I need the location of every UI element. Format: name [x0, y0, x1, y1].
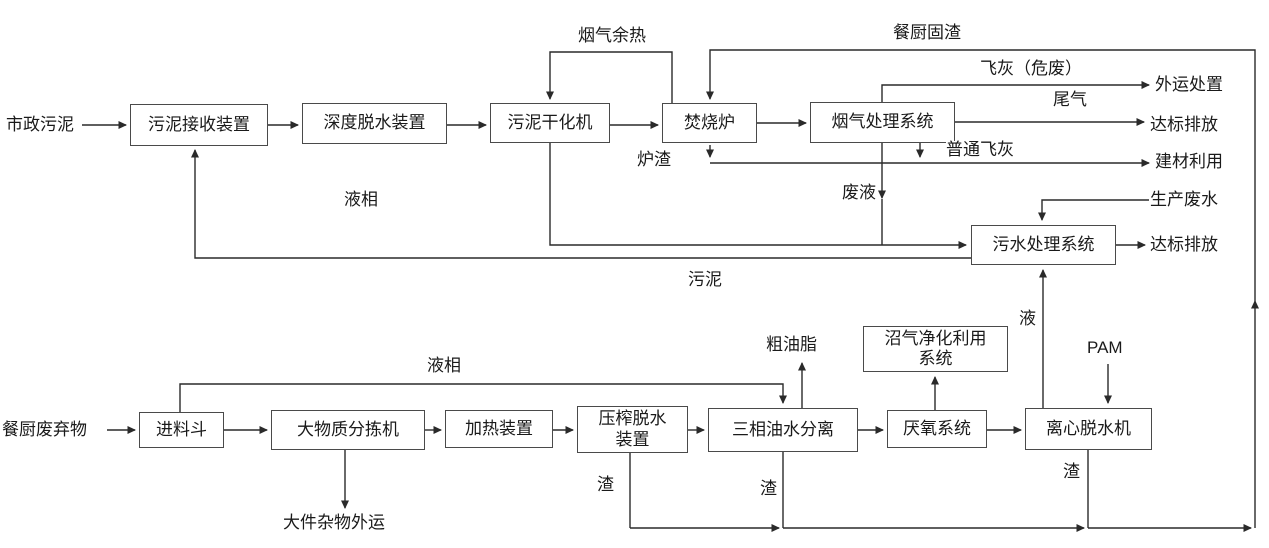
- label-liquid: 液: [1019, 309, 1036, 329]
- label-residue-1: 渣: [597, 475, 614, 495]
- label-liquid-phase-bottom: 液相: [427, 356, 461, 376]
- node-large-object-sorter: 大物质分拣机: [271, 410, 425, 450]
- label-ordinary-fly-ash: 普通飞灰: [946, 140, 1014, 160]
- node-three-phase-separation: 三相油水分离: [708, 408, 858, 452]
- label-residue-2: 渣: [760, 479, 777, 499]
- label-fly-ash-hazardous: 飞灰（危废）: [980, 59, 1082, 79]
- node-flue-gas-treatment: 烟气处理系统: [810, 102, 955, 143]
- label-kitchen-solid-residue: 餐厨固渣: [893, 23, 961, 43]
- label-liquid-phase-top: 液相: [344, 190, 378, 210]
- label-standard-discharge-1: 达标排放: [1150, 115, 1218, 135]
- label-tail-gas: 尾气: [1053, 90, 1087, 110]
- node-anaerobic-system: 厌氧系统: [887, 410, 987, 448]
- node-feed-hopper: 进料斗: [139, 412, 224, 448]
- node-press-dewatering: 压榨脱水装置: [577, 406, 688, 453]
- label-building-material-use: 建材利用: [1155, 152, 1223, 172]
- label-crude-grease: 粗油脂: [766, 335, 817, 355]
- label-slag: 炉渣: [637, 150, 671, 170]
- label-standard-discharge-2: 达标排放: [1150, 235, 1218, 255]
- node-heating-unit: 加热装置: [445, 410, 553, 448]
- node-incinerator: 焚烧炉: [662, 103, 757, 143]
- node-sludge-dryer: 污泥干化机: [490, 103, 610, 143]
- node-wastewater-treatment: 污水处理系统: [971, 225, 1116, 265]
- label-kitchen-waste: 餐厨废弃物: [2, 420, 87, 440]
- node-biogas-purification: 沼气净化利用系统: [863, 326, 1008, 372]
- label-sludge-return: 污泥: [688, 270, 722, 290]
- label-offsite-disposal: 外运处置: [1155, 75, 1223, 95]
- label-municipal-sludge: 市政污泥: [6, 115, 74, 135]
- label-waste-liquid: 废液: [842, 183, 876, 203]
- label-pam: PAM: [1087, 338, 1123, 358]
- node-deep-dewatering: 深度脱水装置: [302, 103, 447, 144]
- label-production-wastewater: 生产废水: [1150, 190, 1218, 210]
- label-residue-3: 渣: [1063, 462, 1080, 482]
- flow-arrows: [82, 49, 1259, 532]
- label-flue-gas-waste-heat: 烟气余热: [578, 26, 646, 46]
- label-bulky-waste-removal: 大件杂物外运: [283, 513, 385, 533]
- node-sludge-receiving: 污泥接收装置: [130, 104, 268, 146]
- node-centrifugal-dewatering: 离心脱水机: [1025, 408, 1152, 450]
